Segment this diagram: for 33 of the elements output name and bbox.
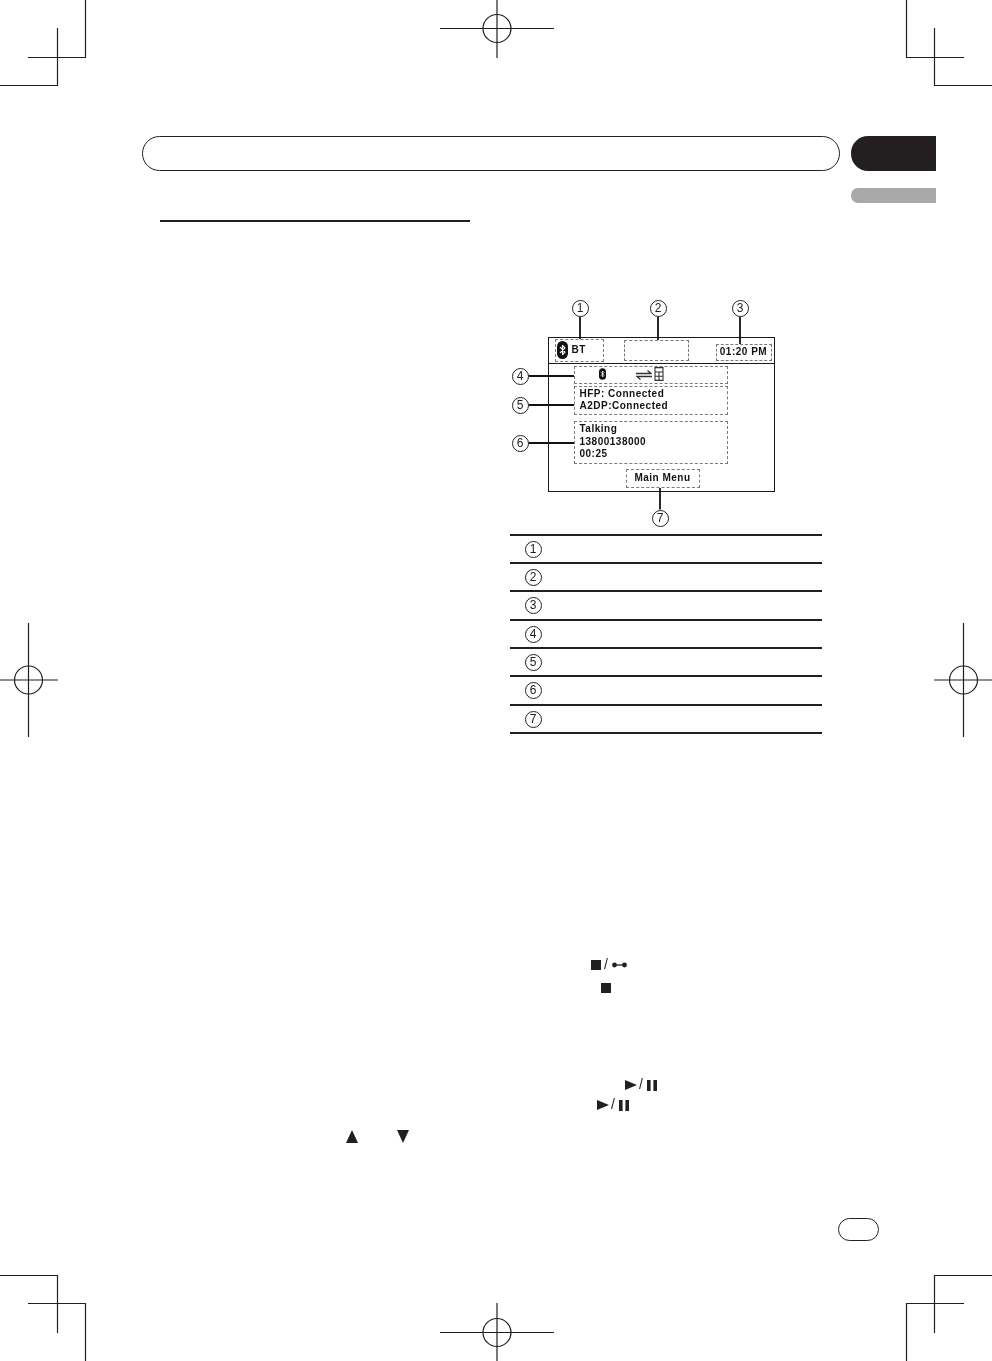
leader-line — [527, 375, 575, 377]
callout-number: 2 — [649, 299, 667, 317]
call-info-field — [573, 420, 728, 464]
profile-status-text: A2DP:Connected — [579, 400, 669, 413]
callout-number: 7 — [651, 509, 669, 527]
profile-status-text: HFP: Connected — [579, 387, 665, 400]
call-state-text: Talking — [579, 423, 618, 436]
leader-line — [579, 315, 581, 340]
screen-display — [548, 337, 775, 492]
language-tab — [851, 188, 936, 203]
callout-number: 6 — [511, 434, 529, 452]
connection-status-field — [573, 365, 728, 384]
leader-line — [739, 315, 741, 345]
leader-line — [527, 404, 575, 406]
phone-number-text: 13800138000 — [579, 435, 647, 449]
leader-line — [527, 442, 575, 444]
main-menu-button: Main Menu — [625, 468, 700, 488]
slash-text: / — [604, 956, 608, 972]
callout-number: 3 — [731, 299, 749, 317]
slash-text: / — [639, 1076, 643, 1092]
callout-number: 1 — [571, 299, 589, 317]
device-name-field — [623, 339, 689, 361]
call-duration-text: 00:25 — [579, 448, 608, 461]
bluetooth-status-field — [554, 338, 604, 362]
callout-number: 5 — [511, 396, 529, 414]
profile-status-field — [573, 385, 728, 415]
status-label: BT — [571, 343, 586, 357]
leader-line — [659, 487, 661, 511]
slash-text: / — [611, 1096, 615, 1112]
leader-line — [657, 315, 659, 341]
clock-display: 01:20 PM — [715, 343, 772, 361]
callout-number: 4 — [511, 367, 529, 385]
section-tab — [851, 136, 936, 171]
